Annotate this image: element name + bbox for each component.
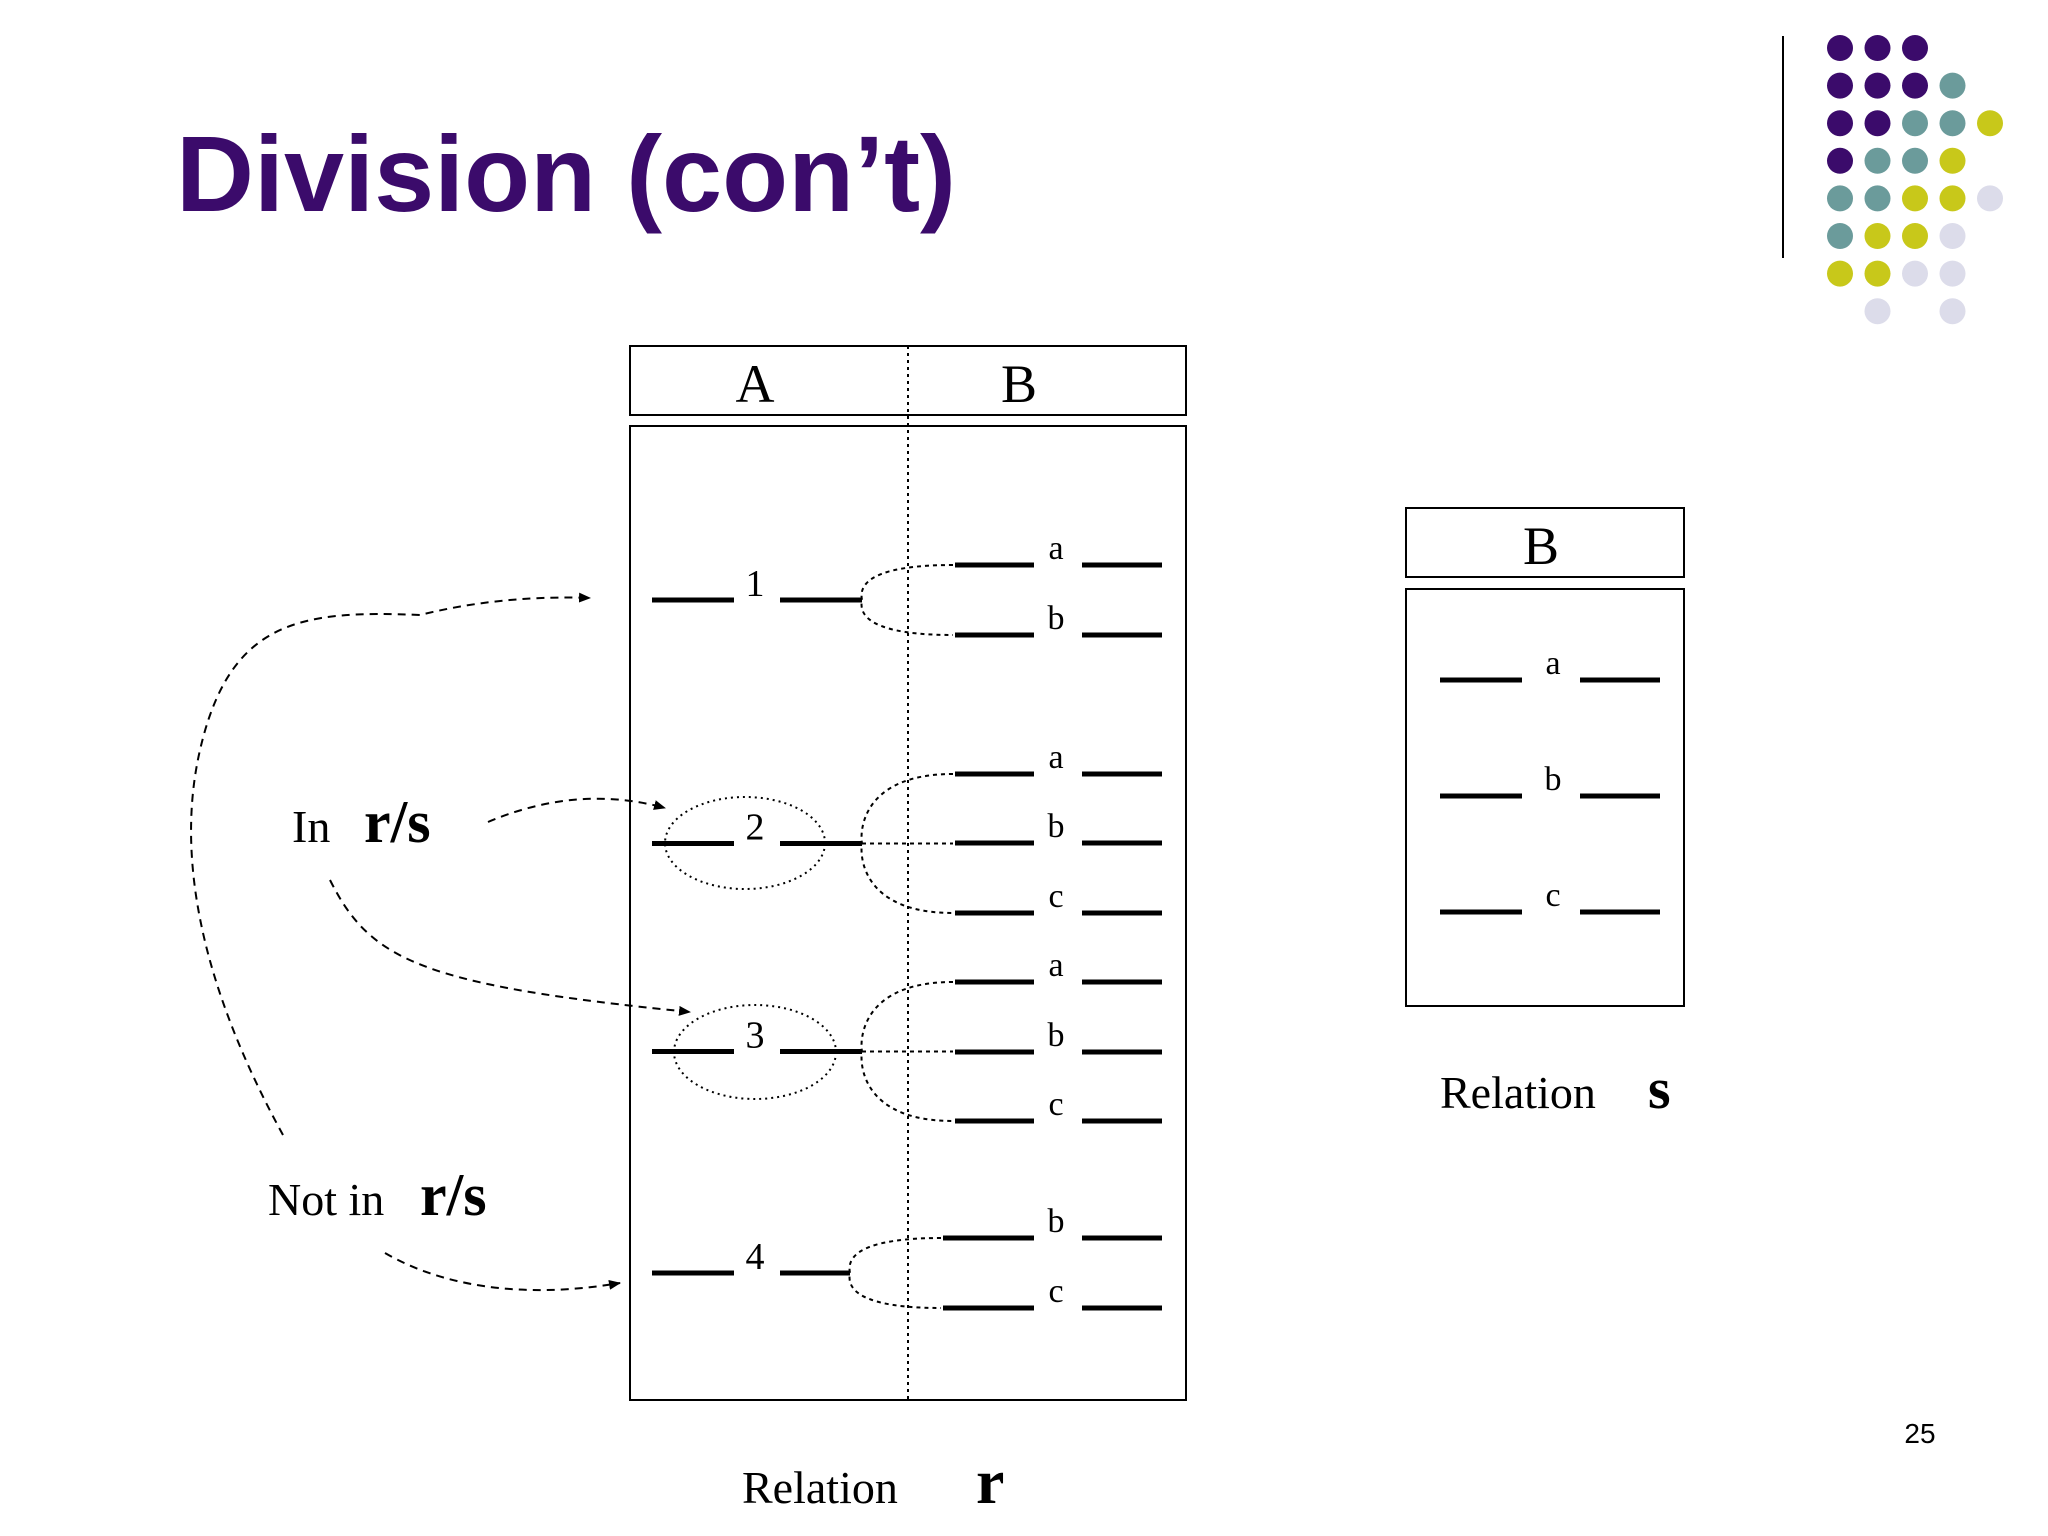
decorative-dot: [1939, 260, 1966, 287]
relation-r-caption-name: r: [976, 1446, 1004, 1517]
arrow-in-to-row-3: [329, 879, 691, 1016]
not-in-rs-prefix: Not in: [268, 1174, 384, 1225]
relation-r-b-value: a: [1048, 530, 1063, 567]
highlight-circle-row-2: [664, 796, 826, 890]
decorative-dot: [1902, 147, 1928, 174]
relation-s-table: B a b c: [1405, 507, 1685, 1007]
relation-s-header-box: [1405, 507, 1685, 578]
in-rs-prefix: In: [292, 801, 330, 852]
group-bracket: [860, 981, 954, 1122]
relation-s-b-value: b: [1545, 761, 1562, 798]
relation-r-group: 4 bc: [652, 1203, 1162, 1311]
relation-r-header-a: A: [736, 354, 775, 414]
decorative-dot: [1977, 185, 2003, 212]
decorative-dot: [1827, 35, 1853, 61]
decorative-dot: [1827, 223, 1853, 249]
relation-s-b-value: a: [1545, 645, 1560, 682]
relation-r-b-value: b: [1048, 808, 1065, 845]
decorative-dot: [1977, 110, 2003, 137]
relation-r-header-b: B: [1001, 354, 1037, 414]
relation-s-caption-label: Relation: [1440, 1067, 1596, 1118]
decorative-dot: [1939, 185, 1966, 212]
decorative-dot: [1827, 185, 1853, 212]
in-rs-expression: r/s: [364, 789, 431, 855]
decorative-dot: [1864, 298, 1891, 325]
decorative-dot: [1827, 72, 1853, 99]
decorative-dot: [1939, 110, 1966, 137]
relation-r-group: 2 abc: [652, 739, 1162, 916]
relation-r-b-value: c: [1048, 1086, 1063, 1123]
relation-r-b-value: b: [1048, 1017, 1065, 1054]
decorative-dot: [1864, 110, 1891, 137]
decorative-dot: [1827, 110, 1853, 137]
not-in-rs-expression: r/s: [420, 1162, 487, 1228]
relation-r-group: 3 abc: [652, 947, 1162, 1124]
decorative-dot: [1939, 147, 1966, 174]
relation-r-b-value: a: [1048, 739, 1063, 776]
relation-r-caption-label: Relation: [742, 1462, 898, 1513]
decorative-dot: [1864, 185, 1891, 212]
relation-r-b-value: b: [1048, 600, 1065, 637]
decorative-dot: [1902, 223, 1928, 249]
arrow-in-to-row-2: [487, 797, 666, 823]
decorative-dot: [1902, 260, 1928, 287]
decorative-dot: [1864, 260, 1891, 287]
group-bracket: [860, 564, 954, 636]
decorative-dot: [1902, 110, 1928, 137]
slide-title: Division (con’t): [176, 113, 956, 234]
decorative-dot: [1939, 298, 1966, 325]
relation-r-a-value: 1: [746, 563, 765, 605]
relation-r-a-value: 2: [746, 807, 765, 849]
decorative-dot: [1939, 72, 1966, 99]
decorative-dot: [1864, 223, 1891, 249]
relation-s-caption-name: s: [1648, 1056, 1671, 1121]
relation-r-b-value: a: [1048, 947, 1063, 984]
decorative-dot: [1939, 223, 1966, 249]
arrow-not-in-to-row-1: [190, 592, 591, 1136]
relation-r-b-value: c: [1048, 1273, 1063, 1310]
group-bracket: [848, 1237, 942, 1309]
relation-r-a-value: 3: [746, 1015, 765, 1057]
relation-r-b-value: b: [1048, 1203, 1065, 1240]
decorative-dot: [1827, 147, 1853, 174]
arrow-not-in-to-row-4: [384, 1252, 621, 1292]
decorative-dot-grid: [1827, 35, 2003, 325]
relation-r-b-value: c: [1048, 878, 1063, 915]
decorative-dot: [1864, 35, 1891, 61]
highlight-circle-row-3: [673, 1004, 837, 1100]
relation-s-b-value: c: [1545, 877, 1560, 914]
page-number: 25: [1904, 1418, 1936, 1449]
decorative-dot: [1864, 72, 1891, 99]
relation-s-rows: a b c: [1440, 645, 1660, 915]
decorative-dot: [1902, 35, 1928, 61]
relation-r-group: 1 ab: [652, 530, 1162, 638]
decorative-dot: [1827, 260, 1853, 287]
decorative-dot: [1902, 185, 1928, 212]
relation-r-a-value: 4: [746, 1236, 765, 1278]
relation-s-body-box: [1405, 588, 1685, 1007]
decorative-dot: [1864, 147, 1891, 174]
relation-s-header-b: B: [1523, 516, 1559, 576]
decorative-dot: [1902, 72, 1928, 99]
